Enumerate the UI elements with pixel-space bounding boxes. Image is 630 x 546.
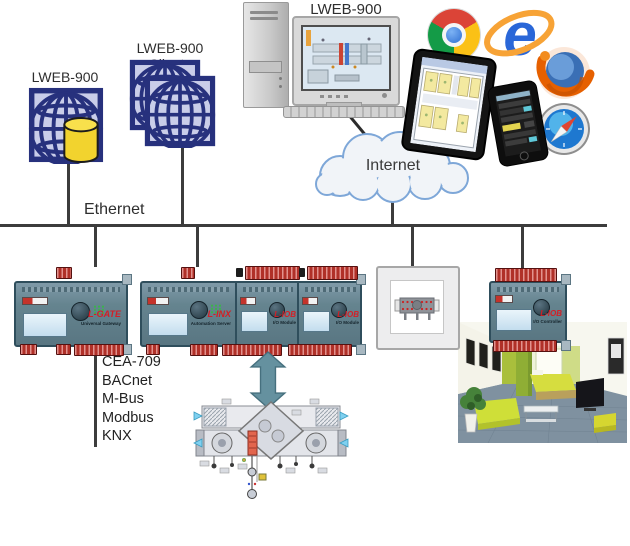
lcd-display [23,313,67,337]
device-name: L-GATE [88,309,121,319]
protocol-item: KNX [102,428,132,444]
protocol-item: M-Bus [102,391,144,407]
safari-icon [538,103,590,155]
terminal-block [56,267,72,279]
room-interior-illustration [458,322,627,443]
terminal-block [20,344,37,355]
wall-frame-inner [390,280,444,334]
linx-section: L-INX Automation Server [142,283,235,345]
fieldbus-protocol-list: CEA-709 BACnet M-Bus Modbus KNX [102,353,161,446]
connector-nub [299,268,305,277]
device-subtitle: Universal Gateway [80,321,121,326]
wall-frame [376,266,460,350]
terminal-block [74,344,124,356]
liob-controller-device: L-IOB I/O Controller [489,274,571,351]
terminal-block [495,268,557,282]
device-label-chip [22,297,48,305]
device-subtitle: I/O Module [336,320,359,325]
protocol-item: CEA-709 [102,354,161,370]
device-name: L-IOB [274,310,296,319]
device-subtitle: I/O Controller [533,319,562,324]
status-leds [93,305,106,315]
device-name: L-INX [207,309,232,319]
terminal-block [190,344,218,356]
firefox-icon [536,47,595,99]
device-name: L-IOB [540,309,562,318]
ethernet-label: Ethernet [84,201,145,218]
liob-module-section: L-IOB I/O Module [235,283,299,345]
keyboard-icon [283,106,405,118]
protocol-item: BACnet [102,372,152,389]
database-icon [63,117,99,163]
tablet-icon [400,47,498,162]
terminal-block [288,344,352,356]
device-subtitle: I/O Module [273,320,296,325]
connector-nub [236,268,243,277]
linx-drop-line [196,227,199,267]
server-drop-line [67,160,70,226]
cloud-drop-line [391,193,394,226]
air-handling-unit-drawing [193,398,349,499]
frame-drop-line [411,227,414,268]
protocol-item: Modbus [102,409,154,426]
jog-dial-knob [71,302,90,321]
lgate-device: L-GATE Universal Gateway [14,274,132,355]
terminal-block [493,340,557,352]
terminal-block [245,266,300,280]
lgate-drop-line [94,227,97,267]
liob-drop-line [521,227,524,268]
terminal-block [307,266,358,280]
vent-slots [22,287,120,292]
internet-label: Internet [365,157,421,174]
linx-liob-device-block: L-INX Automation Server L-IOB I/O Module… [140,274,366,355]
terminal-block [181,267,195,279]
desktop-tower-icon [243,2,289,108]
liob-module-section: L-IOB I/O Module [297,283,362,345]
fieldbus-line [94,352,97,447]
smartphone-icon [486,79,550,168]
clients-globe-front-icon [143,74,217,148]
flush-mount-io-device-icon [394,297,440,320]
clients-drop-line [181,147,184,226]
hvac-visualization-screen [301,25,391,91]
device-subtitle: Automation Server [190,321,231,326]
terminal-block [146,344,160,355]
internet-explorer-icon: e [484,1,555,68]
monitor-icon [292,16,400,106]
terminal-block [56,344,71,355]
ethernet-line [0,224,607,227]
device-name: L-IOB [337,310,359,319]
